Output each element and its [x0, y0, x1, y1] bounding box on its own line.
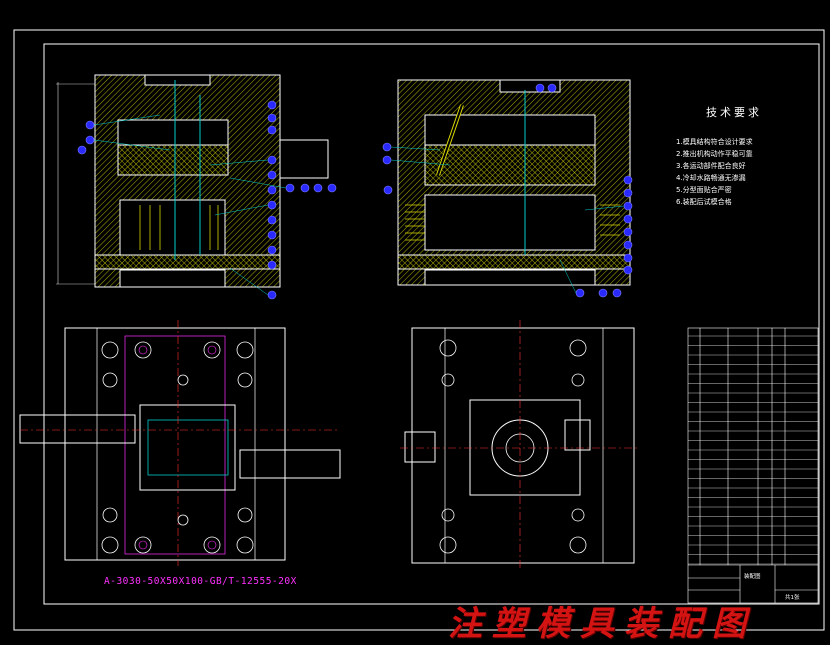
- requirement-line: 4.冷却水路畅通无渗漏: [676, 174, 746, 182]
- plan-view-right: [400, 320, 640, 570]
- bom-rows: [688, 335, 818, 565]
- requirement-line: 1.模具结构符合设计要求: [676, 138, 753, 146]
- requirement-line: 3.各运动部件配合良好: [676, 162, 746, 170]
- outer-frame: [13, 29, 825, 631]
- section-view-left: [56, 74, 329, 288]
- holes-left: [101, 341, 254, 554]
- part-balloons-right: [382, 83, 633, 298]
- requirement-line: 6.装配后试模合格: [676, 198, 732, 206]
- title-block-name: 装配图: [744, 574, 761, 580]
- requirement-line: 2.推出机构动作平稳可靠: [676, 150, 753, 158]
- holes-right: [439, 339, 587, 554]
- title-block-sheet: 共1张: [785, 595, 800, 601]
- inner-frame: [43, 43, 820, 605]
- section-view-right: [397, 79, 631, 286]
- technical-requirements-title: 技术要求: [706, 106, 762, 119]
- leader-lines-right: [390, 146, 625, 294]
- title-block: [688, 564, 818, 603]
- mold-base-spec-label: A-3030-50X50X100-GB/T-12555-20X: [104, 576, 297, 587]
- plan-view-left: [19, 320, 341, 566]
- leader-lines-left: [93, 114, 287, 296]
- requirement-line: 5.分型面贴合严密: [676, 186, 732, 194]
- watermark-title: 注塑模具装配图: [448, 604, 756, 644]
- technical-requirements-list: 1.模具结构符合设计要求 2.推出机构动作平稳可靠 3.各运动部件配合良好 4.…: [676, 136, 824, 208]
- bom-table: [687, 327, 819, 604]
- part-balloons-left: [77, 100, 337, 300]
- holes-left-inner: [138, 345, 217, 550]
